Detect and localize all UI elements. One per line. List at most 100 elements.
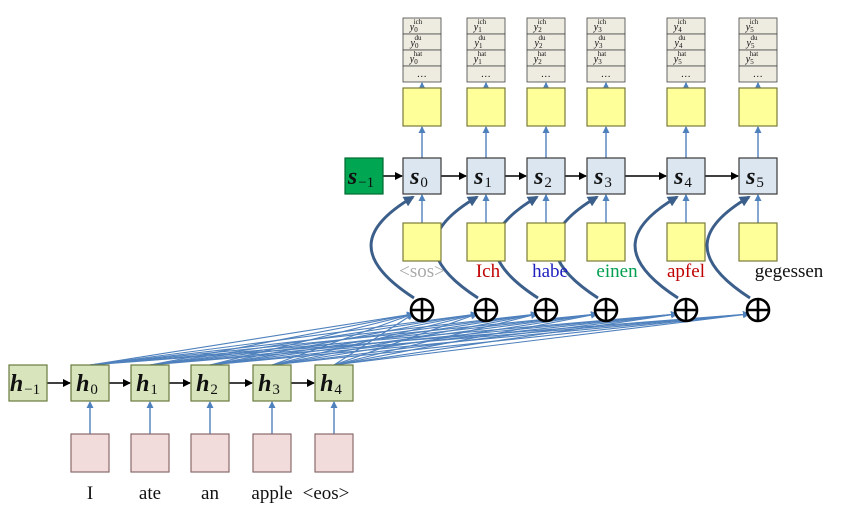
boxes-layer [8,17,778,473]
decoder-state-label: s2 [533,164,552,191]
prob-symbol: y [673,22,679,33]
encoder-state [190,364,230,402]
attention-arrow [209,311,678,366]
prob-label: y2hat [533,50,547,66]
encoder-state [70,364,110,402]
prob-subscript: 1 [479,42,483,50]
decoder-embedding-box [466,222,506,262]
prob-subscript: 5 [750,26,754,34]
decoder-state [466,157,506,195]
attention-arrow [89,310,750,366]
state-subscript: 2 [544,175,552,191]
decoder-state [526,157,566,195]
prob-subscript: 0 [414,58,418,66]
state-subscript: −1 [358,175,374,191]
state-symbol: s [409,164,419,190]
prob-superscript: hat [478,50,487,58]
state-symbol: s [593,164,603,190]
prob-symbol: y [533,54,539,65]
prob-label: y1du [474,34,486,50]
encoder-initial-label: h−1 [10,371,40,398]
prob-cell [402,65,442,83]
prob-label: y5hat [673,50,687,66]
decoder-state-label: s1 [473,164,492,191]
input-word: I [87,483,93,504]
prob-cell [586,33,626,51]
state-subscript: 0 [420,175,428,191]
prob-cell [586,65,626,83]
prob-superscript: hat [414,50,423,58]
prob-label: y4du [674,34,686,50]
prob-subscript: 1 [478,26,482,34]
decoder-output-box [666,87,706,127]
prob-label: y1hat [473,50,487,66]
prob-cell [738,65,778,83]
attention-arrow [149,311,414,366]
prob-label: y2ich [533,18,547,34]
state-subscript: 4 [334,382,342,398]
prob-cell [666,65,706,83]
prob-superscript: du [478,34,486,42]
state-symbol: h [76,371,89,397]
decoder-output-box [402,87,442,127]
state-subscript: 0 [90,382,98,398]
encoder-state [314,364,354,402]
prob-subscript: 3 [598,26,602,34]
prob-symbol: y [673,54,679,65]
state-symbol: h [136,371,149,397]
decoder-state [402,157,442,195]
attention-arrow [271,311,750,366]
decoder-embedding-box [586,222,626,262]
input-embedding-box [190,433,230,473]
decoder-input-word: gegessen [755,261,824,282]
encoder-state-label: h0 [76,371,98,398]
prob-subscript: 4 [679,42,683,50]
prob-label: y5ich [745,18,759,34]
prob-subscript: 3 [598,58,602,66]
prob-symbol: y [533,22,539,33]
prob-subscript: 5 [678,58,682,66]
state-subscript: 3 [604,175,612,191]
prob-subscript: 4 [678,26,682,34]
decoder-output-box [738,87,778,127]
prob-label: y5hat [745,50,759,66]
prob-symbol: y [473,22,479,33]
prob-subscript: 2 [538,58,542,66]
attention-arrow [333,311,598,366]
state-symbol: s [347,164,357,190]
state-subscript: −1 [24,382,40,398]
state-symbol: h [10,371,23,397]
prob-superscript: ich [750,18,759,26]
prob-symbol: y [594,38,600,49]
prob-cell [666,33,706,51]
state-symbol: s [533,164,543,190]
prob-symbol: y [593,22,599,33]
attention-arrow [271,311,678,366]
prob-cell [738,33,778,51]
prob-symbol: y [474,38,480,49]
decoder-state-label: s5 [745,164,764,191]
decoder-embedding-box [526,222,566,262]
decoder-state [586,157,626,195]
attention-arrow [149,311,750,366]
encoder-state [252,364,292,402]
input-word: <eos> [303,483,350,504]
prob-ellipsis: … [542,69,551,80]
decoder-input-word: <sos> [399,261,445,282]
encoder-state-label: h4 [320,371,342,398]
state-symbol: h [320,371,333,397]
arrows-layer [47,82,762,434]
attention-lines-layer [89,310,750,366]
encoder-state [130,364,170,402]
prob-cell [466,65,506,83]
input-embedding-box [252,433,292,473]
prob-ellipsis: … [418,69,427,80]
input-word: an [201,483,219,504]
prob-cell [466,33,506,51]
prob-cell [402,33,442,51]
prob-symbol: y [409,54,415,65]
prob-subscript: 2 [539,42,543,50]
prob-subscript: 2 [538,26,542,34]
prob-ellipsis: … [602,69,611,80]
